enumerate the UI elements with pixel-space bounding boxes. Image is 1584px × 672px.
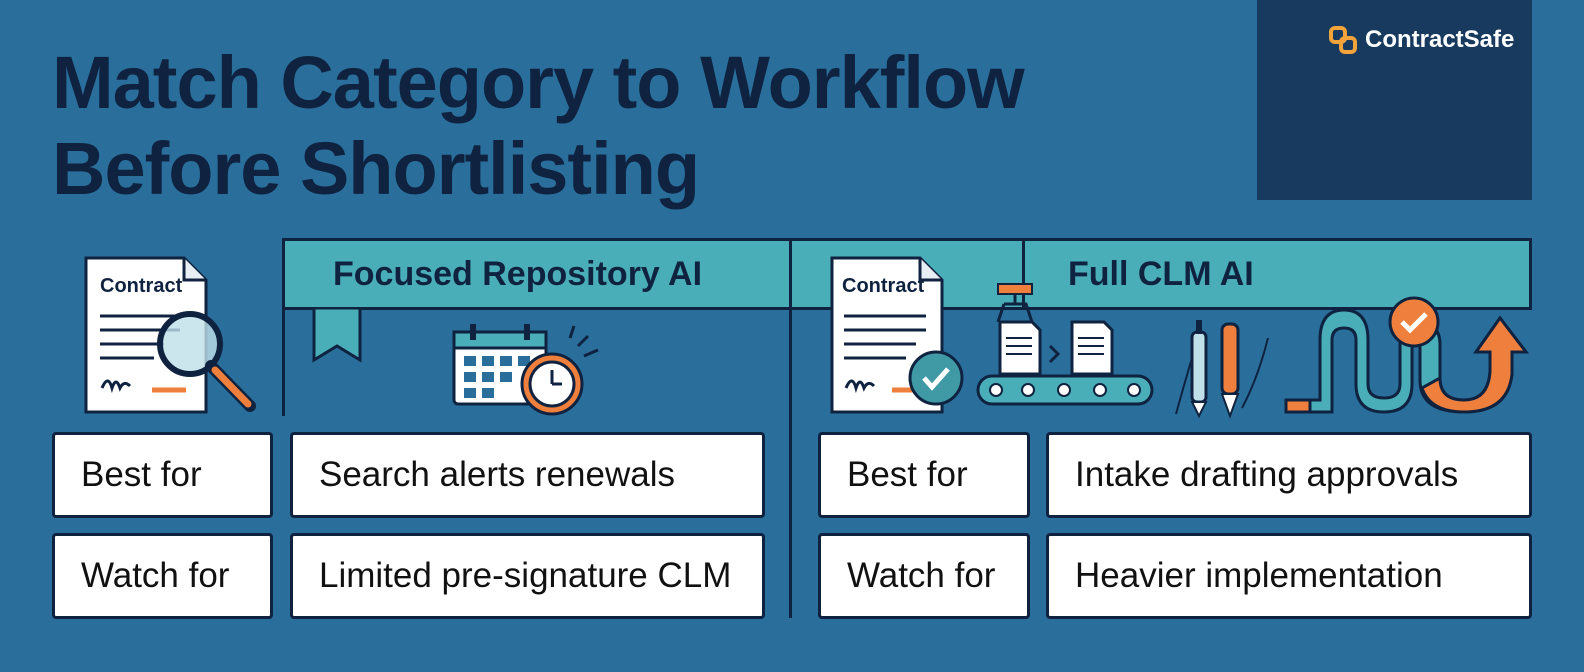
contractsafe-logo-icon <box>1329 26 1357 54</box>
column-divider <box>789 238 792 618</box>
left-watch-for-value: Limited pre-signature CLM <box>290 533 765 619</box>
contract-label-right: Contract <box>842 275 925 297</box>
title-line-2: Before Shortlisting <box>52 127 700 210</box>
right-best-for-label: Best for <box>818 432 1030 518</box>
contract-label-left: Contract <box>100 275 183 297</box>
contract-document-icon <box>84 256 256 414</box>
brand-panel: ContractSafe <box>1257 0 1532 200</box>
header-full-clm-ai: Full CLM AI <box>1068 255 1254 293</box>
contract-check-icon <box>830 256 964 414</box>
contract-approved-illustration <box>830 256 970 423</box>
header-focused-repository-ai: Focused Repository AI <box>333 255 703 293</box>
right-watch-for-label: Watch for <box>818 533 1030 619</box>
brand-name: ContractSafe <box>1365 26 1515 53</box>
brand-logo: ContractSafe <box>1327 24 1514 56</box>
page-title: Match Category to Workflow Before Shortl… <box>52 40 1025 212</box>
header-divider <box>1022 238 1025 310</box>
title-line-1: Match Category to Workflow <box>52 41 1025 124</box>
left-best-for-value: Search alerts renewals <box>290 432 765 518</box>
contract-search-illustration <box>84 256 264 423</box>
left-best-for-label: Best for <box>52 432 273 518</box>
left-header-edge <box>282 238 285 416</box>
right-best-for-value: Intake drafting approvals <box>1046 432 1532 518</box>
right-watch-for-value: Heavier implementation <box>1046 533 1532 619</box>
pens-icon <box>1175 320 1269 419</box>
calendar-alarm-icon <box>452 324 599 416</box>
left-watch-for-label: Watch for <box>52 533 273 619</box>
workflow-arrow-icon <box>1284 296 1530 414</box>
bookmark-icon <box>312 308 362 363</box>
conveyor-belt-icon <box>976 283 1154 406</box>
